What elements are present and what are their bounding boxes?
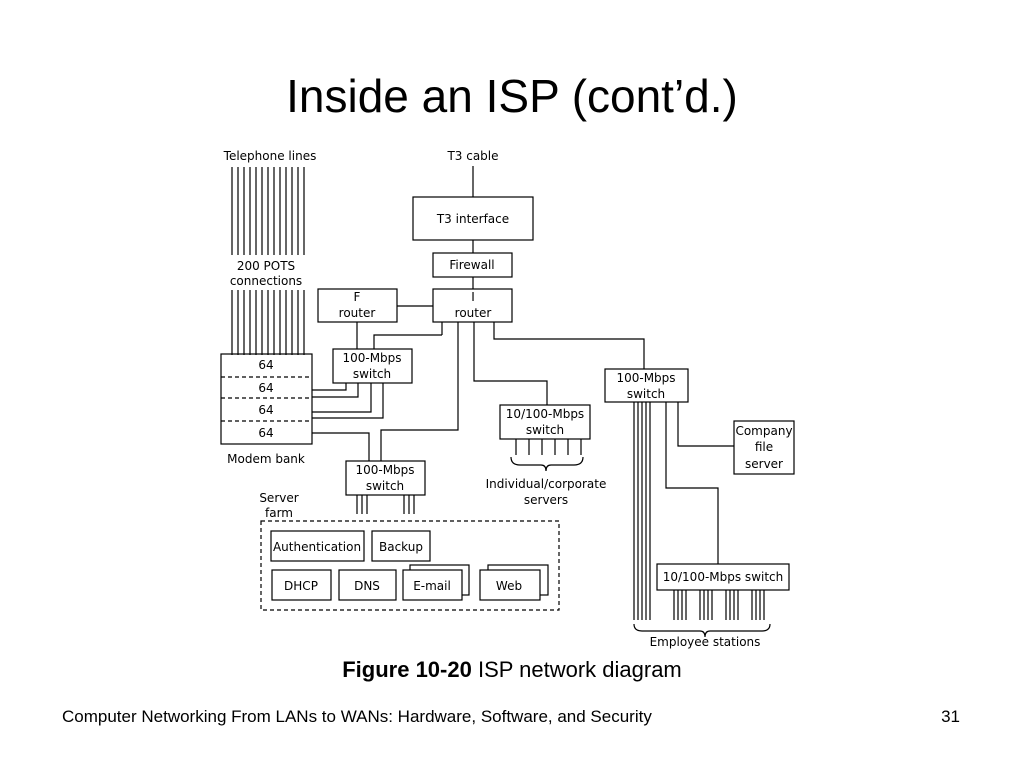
switch-top-label-line1: 100-Mbps — [342, 351, 401, 365]
backup-label: Backup — [379, 540, 423, 554]
f-router-label-line2: router — [339, 306, 376, 320]
footer-book-title: Computer Networking From LANs to WANs: H… — [62, 707, 652, 726]
switch-server-box — [345, 460, 426, 496]
switch-right-label-line2: switch — [627, 387, 665, 401]
i-router-label-line2: router — [455, 306, 492, 320]
modem-row-label: 64 — [258, 403, 273, 417]
switch-server-label-line2: switch — [366, 479, 404, 493]
company-file-server-label-line2: file — [755, 440, 773, 454]
pots-label-line1: 200 POTS — [237, 259, 295, 273]
company-file-server-label-line1: Company — [735, 424, 792, 438]
modem-bank-label: Modem bank — [227, 452, 305, 466]
switch-individual-label-line1: 10/100-Mbps — [506, 407, 584, 421]
modem-bank-box — [220, 353, 313, 445]
switch-top-label-line2: switch — [353, 367, 391, 381]
modem-row-label: 64 — [258, 426, 273, 440]
web-label: Web — [496, 579, 522, 593]
employee-stations-label: Employee stations — [650, 635, 761, 649]
email-label: E-mail — [413, 579, 451, 593]
employee-switch-box — [656, 563, 790, 591]
switch-top-box — [332, 348, 413, 384]
switch-server-label-line1: 100-Mbps — [355, 463, 414, 477]
dhcp-label: DHCP — [284, 579, 318, 593]
isp-network-diagram: Telephone lines 200 POTS connections T3 … — [220, 149, 795, 649]
dns-label: DNS — [354, 579, 380, 593]
caption-text: ISP network diagram — [471, 657, 682, 682]
authentication-label: Authentication — [273, 540, 361, 554]
individual-servers-label-line2: servers — [524, 493, 568, 507]
server-farm-area — [260, 520, 560, 611]
company-file-server-label-line3: server — [745, 457, 783, 471]
pots-label-line2: connections — [230, 274, 302, 288]
telephone-lines-lower — [231, 290, 305, 355]
i-router-label-line1: I — [471, 290, 475, 304]
switch-individual-box — [499, 404, 591, 440]
switch-individual-label-line2: switch — [526, 423, 564, 437]
modem-row-label: 64 — [258, 358, 273, 372]
figure-caption: Figure 10-20 ISP network diagram — [0, 656, 1024, 684]
f-router-label-line1: F — [354, 290, 361, 304]
caption-figure-number: Figure 10-20 — [342, 657, 472, 682]
t3-cable-label: T3 cable — [446, 149, 498, 163]
server-farm-label-line1: Server — [259, 491, 298, 505]
modem-row-label: 64 — [258, 381, 273, 395]
firewall-label: Firewall — [449, 258, 494, 272]
server-farm-label-line2: farm — [265, 506, 293, 520]
employee-switch-label: 10/100-Mbps switch — [663, 570, 784, 584]
slide-title: Inside an ISP (cont’d.) — [286, 70, 738, 122]
telephone-lines-upper — [231, 167, 305, 255]
company-file-server-box — [733, 420, 795, 475]
switch-right-label-line1: 100-Mbps — [616, 371, 675, 385]
telephone-lines-label: Telephone lines — [223, 149, 317, 163]
individual-servers-label-line1: Individual/corporate — [486, 477, 607, 491]
page-number: 31 — [941, 707, 960, 726]
t3-interface-label: T3 interface — [436, 212, 509, 226]
